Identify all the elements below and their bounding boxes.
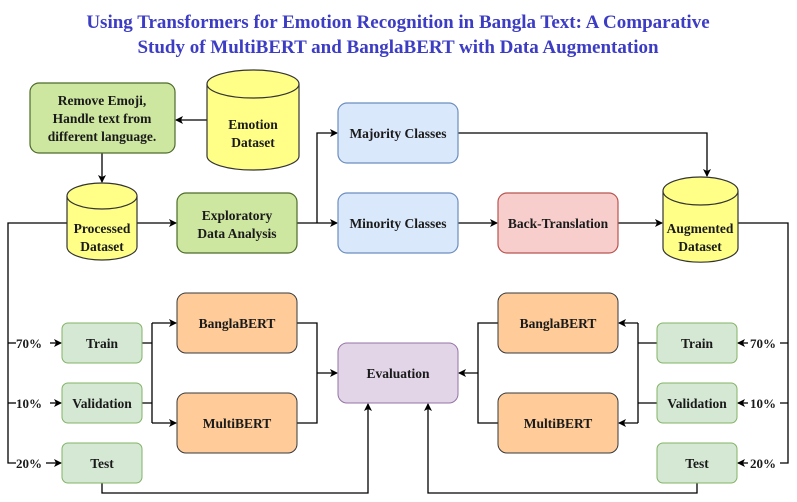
svg-text:Evaluation: Evaluation (366, 366, 430, 381)
multibert-right: MultiBERT (497, 392, 619, 454)
svg-text:Validation: Validation (72, 396, 132, 411)
banglabert-right: BanglaBERT (497, 292, 619, 354)
svg-text:Minority Classes: Minority Classes (349, 216, 446, 231)
minority-classes: Minority Classes (337, 192, 459, 254)
split-label-test-left: 20% (16, 456, 42, 471)
split-label-train-right: 70% (750, 336, 776, 351)
majority-classes: Majority Classes (337, 102, 459, 164)
svg-text:Train: Train (681, 336, 713, 351)
validation-left: Validation (61, 382, 143, 424)
connectors (7, 116, 789, 494)
svg-text:Validation: Validation (667, 396, 727, 411)
svg-text:Back-Translation: Back-Translation (508, 216, 609, 231)
svg-text:Majority Classes: Majority Classes (349, 126, 446, 141)
banglabert-left: BanglaBERT (176, 292, 298, 354)
back-translation: Back-Translation (497, 192, 619, 254)
split-label-test-right: 20% (750, 456, 776, 471)
test-right: Test (656, 442, 738, 484)
multibert-left: MultiBERT (176, 392, 298, 454)
test-left: Test (61, 442, 143, 484)
validation-right: Validation (656, 382, 738, 424)
svg-text:Test: Test (90, 456, 114, 471)
train-right: Train (656, 322, 738, 364)
split-label-validation-left: 10% (16, 396, 42, 411)
svg-text:BanglaBERT: BanglaBERT (520, 316, 597, 331)
title-line-2: Study of MultiBERT and BanglaBERT with D… (137, 37, 659, 58)
split-label-train-left: 70% (16, 336, 42, 351)
svg-text:Train: Train (86, 336, 118, 351)
svg-text:MultiBERT: MultiBERT (524, 416, 593, 431)
svg-text:BanglaBERT: BanglaBERT (199, 316, 276, 331)
svg-text:Test: Test (685, 456, 709, 471)
split-label-validation-right: 10% (750, 396, 776, 411)
title-line-1: Using Transformers for Emotion Recogniti… (86, 12, 709, 33)
svg-text:MultiBERT: MultiBERT (203, 416, 272, 431)
train-left: Train (61, 322, 143, 364)
evaluation: Evaluation (337, 342, 459, 404)
